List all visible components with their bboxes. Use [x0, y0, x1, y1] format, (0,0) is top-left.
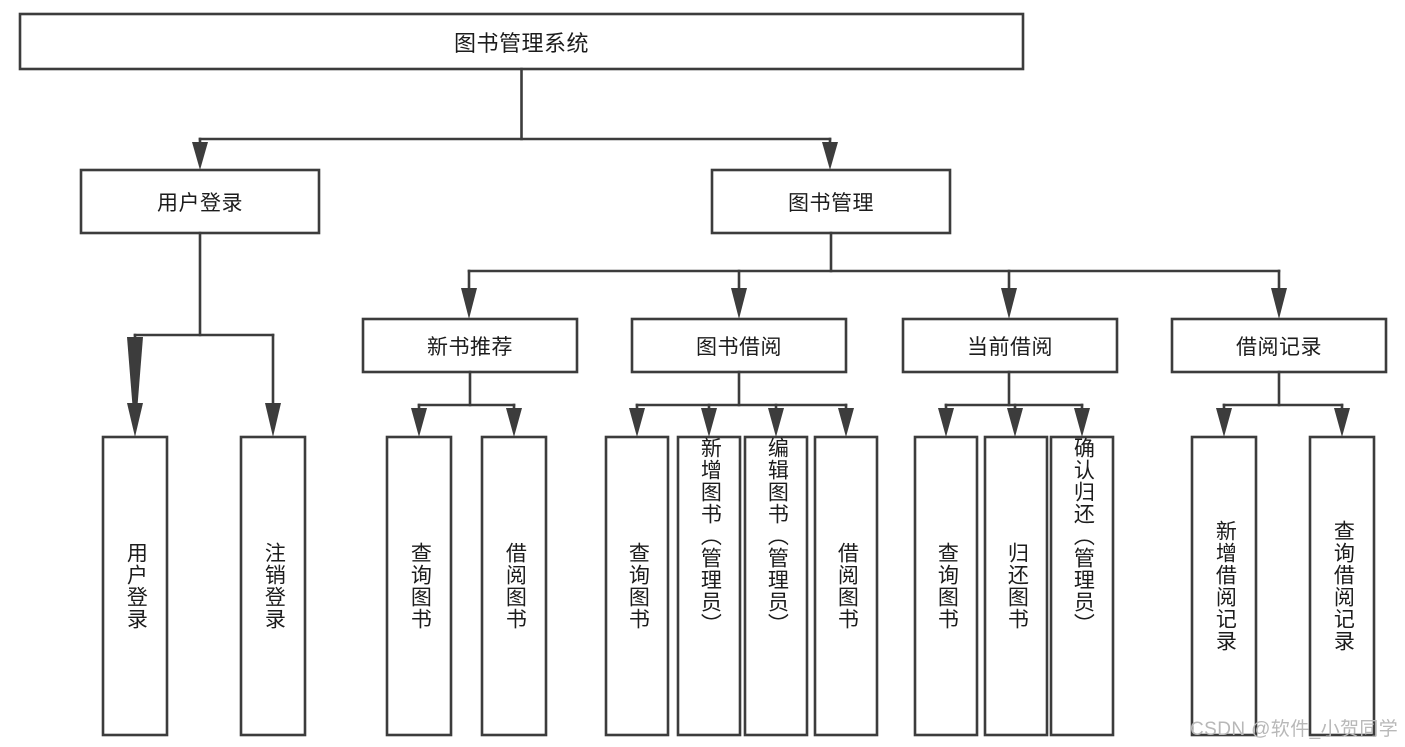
arrowhead-to-leaf-add-book	[701, 408, 717, 437]
node-leaf-borrow-book-1-box[interactable]	[480, 435, 548, 737]
arrowhead-to-leaf-add-borrow-record	[1216, 408, 1232, 437]
arrowhead-to-new-book-recommend	[461, 288, 477, 319]
node-book-manage-box[interactable]	[710, 168, 952, 235]
arrowhead-to-leaf-borrow-book-2	[838, 408, 854, 437]
arrowhead-to-leaf-query-book-1	[411, 408, 427, 437]
node-leaf-confirm-return-box[interactable]	[1049, 435, 1115, 737]
arrowhead-to-book-borrow	[731, 288, 747, 319]
node-leaf-query-book-3-box[interactable]	[913, 435, 979, 737]
arrowhead-to-leaf-query-book-3	[938, 408, 954, 437]
arrowhead-to-book-manage	[822, 142, 838, 170]
arrowhead-to-leaf-return-book	[1007, 408, 1023, 437]
arrowhead-to-leaf-confirm-return	[1074, 408, 1090, 437]
node-leaf-user-logout-box[interactable]	[239, 435, 307, 737]
arrowhead-to-current-borrow	[1001, 288, 1017, 319]
node-leaf-return-book-box[interactable]	[983, 435, 1049, 737]
arrowhead-to-leaf-edit-book	[768, 408, 784, 437]
node-leaf-query-borrow-record-box[interactable]	[1308, 435, 1376, 737]
arrowhead-to-leaf-query-borrow-record	[1334, 408, 1350, 437]
node-leaf-edit-book-box[interactable]	[743, 435, 809, 737]
node-new-book-recommend-box[interactable]	[361, 317, 579, 374]
node-book-borrow-box[interactable]	[630, 317, 848, 374]
arrowhead-to-leaf-user-login-2	[127, 403, 143, 437]
node-leaf-add-book-box[interactable]	[676, 435, 742, 737]
arrowhead-to-leaf-query-book-2	[629, 408, 645, 437]
arrowhead-to-leaf-user-logout	[265, 403, 281, 437]
node-borrow-record-box[interactable]	[1170, 317, 1388, 374]
node-leaf-borrow-book-2-box[interactable]	[813, 435, 879, 737]
node-leaf-add-borrow-record-box[interactable]	[1190, 435, 1258, 737]
node-leaf-query-book-1-box[interactable]	[385, 435, 453, 737]
arrowhead-to-leaf-borrow-book-1	[506, 408, 522, 437]
node-leaf-user-login-box[interactable]	[101, 435, 169, 737]
node-current-borrow-box[interactable]	[901, 317, 1119, 374]
arrowhead-to-user-login	[192, 142, 208, 170]
node-root-box[interactable]	[18, 12, 1025, 71]
node-user-login-box[interactable]	[79, 168, 321, 235]
watermark-text: CSDN @软件_小贺同学	[1190, 719, 1399, 740]
node-leaf-query-book-2-box[interactable]	[604, 435, 670, 737]
arrowhead-to-borrow-record	[1271, 288, 1287, 319]
